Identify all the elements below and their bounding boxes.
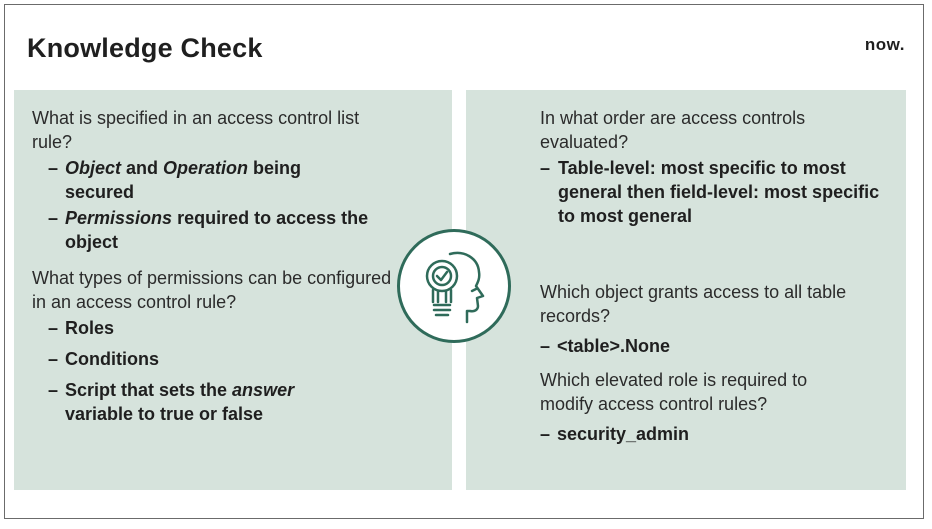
answer-table-none: –<table>.None <box>524 334 906 358</box>
answer-roles: –Roles <box>32 316 452 340</box>
question-permission-types: What types of permissions can be configu… <box>32 268 392 312</box>
answer-permissions-text: Permissions <box>65 208 173 228</box>
question-evaluation-order: In what order are access controls evalua… <box>540 108 806 152</box>
answer-permissions-rest-text: required to access the object <box>65 208 369 252</box>
dash: – <box>48 158 59 178</box>
answer-table-none-text: <table>.None <box>557 336 671 356</box>
dash: – <box>540 158 551 178</box>
answer-answer-text: answer <box>232 380 295 400</box>
dash: – <box>48 380 59 400</box>
question-all-records: Which object grants access to all table … <box>540 282 847 326</box>
answer-operation-text: Operation <box>163 158 249 178</box>
dash: – <box>48 349 59 369</box>
answer-script-text: Script that sets the <box>65 380 233 400</box>
answer-script-rest-text: variable to true or false <box>65 404 264 424</box>
knowledge-icon-badge <box>397 229 511 343</box>
answer-security-admin-text: security_admin <box>557 424 690 444</box>
answer-and-text: and <box>121 158 164 178</box>
dash: – <box>540 424 551 444</box>
answer-script: –Script that sets the answer variable to… <box>32 378 365 426</box>
answer-evaluation-order: –Table-level: most specific to most gene… <box>524 156 884 228</box>
answer-permissions: –Permissions required to access the obje… <box>32 206 385 254</box>
dash: – <box>48 318 59 338</box>
now-logo: now. <box>864 35 905 54</box>
question-elevated-role: Which elevated role is required to modif… <box>540 370 808 414</box>
left-panel: What is specified in an access control l… <box>14 90 452 490</box>
dash: – <box>540 336 551 356</box>
head-with-lightbulb-check-icon <box>425 251 485 324</box>
answer-conditions-text: Conditions <box>65 349 159 369</box>
question-acl-rule: What is specified in an access control l… <box>32 108 360 152</box>
answer-roles-text: Roles <box>65 318 115 338</box>
right-panel: In what order are access controls evalua… <box>466 90 906 490</box>
answer-object-operation: –Object and Operation being secured <box>32 156 365 204</box>
answer-being-secured-text: being secured <box>65 158 302 202</box>
answer-security-admin: –security_admin <box>524 422 906 446</box>
dash: – <box>48 208 59 228</box>
answer-object-text: Object <box>65 158 122 178</box>
page-title: Knowledge Check <box>27 33 263 63</box>
answer-conditions: –Conditions <box>32 347 452 371</box>
answer-evaluation-order-text: Table-level: most specific to most gener… <box>558 158 880 226</box>
